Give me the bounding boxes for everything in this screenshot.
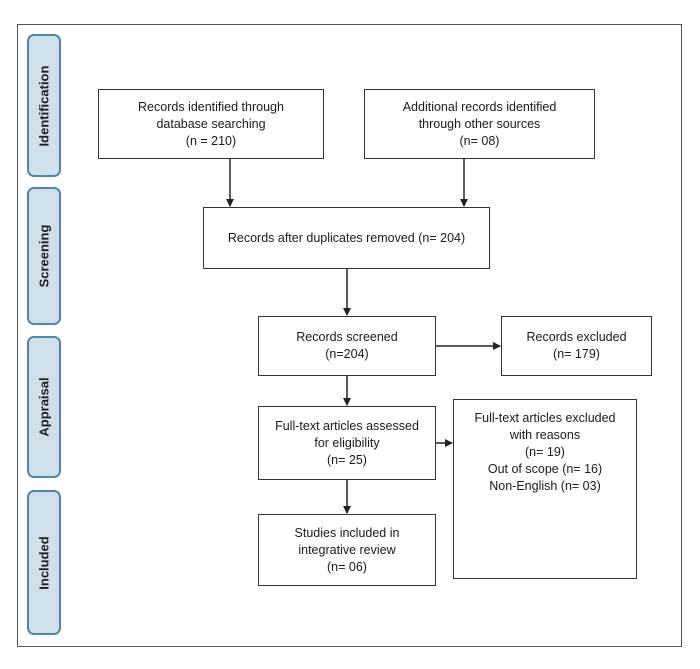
box-fulltext-assessed: Full-text articles assessed for eligibil… <box>258 406 436 480</box>
box-other-sources-records-text: Additional records identified through ot… <box>402 99 557 148</box>
box-database-records: Records identified through database sear… <box>98 89 324 159</box>
stage-appraisal: Appraisal <box>27 336 61 478</box>
box-records-screened: Records screened (n=204) <box>258 316 436 376</box>
box-fulltext-excluded: Full-text articles excluded with reasons… <box>453 399 637 579</box>
box-other-sources-records: Additional records identified through ot… <box>364 89 595 159</box>
box-studies-included: Studies included in integrative review (… <box>258 514 436 586</box>
box-fulltext-assessed-text: Full-text articles assessed for eligibil… <box>275 418 419 467</box>
box-records-screened-text: Records screened (n=204) <box>296 330 398 361</box>
box-records-excluded: Records excluded (n= 179) <box>501 316 652 376</box>
box-studies-included-text: Studies included in integrative review (… <box>294 525 400 574</box>
box-duplicates-removed-text: Records after duplicates removed (n= 204… <box>227 230 466 245</box>
box-database-records-text: Records identified through database sear… <box>138 99 284 148</box>
box-fulltext-excluded-text: Full-text articles excluded with reasons… <box>474 411 616 493</box>
stage-included: Included <box>27 490 61 635</box>
stage-screening: Screening <box>27 187 61 325</box>
diagram-frame <box>17 24 682 647</box>
box-duplicates-removed: Records after duplicates removed (n= 204… <box>203 207 490 269</box>
box-records-excluded-text: Records excluded (n= 179) <box>526 330 627 361</box>
stage-identification: Identification <box>27 34 61 177</box>
